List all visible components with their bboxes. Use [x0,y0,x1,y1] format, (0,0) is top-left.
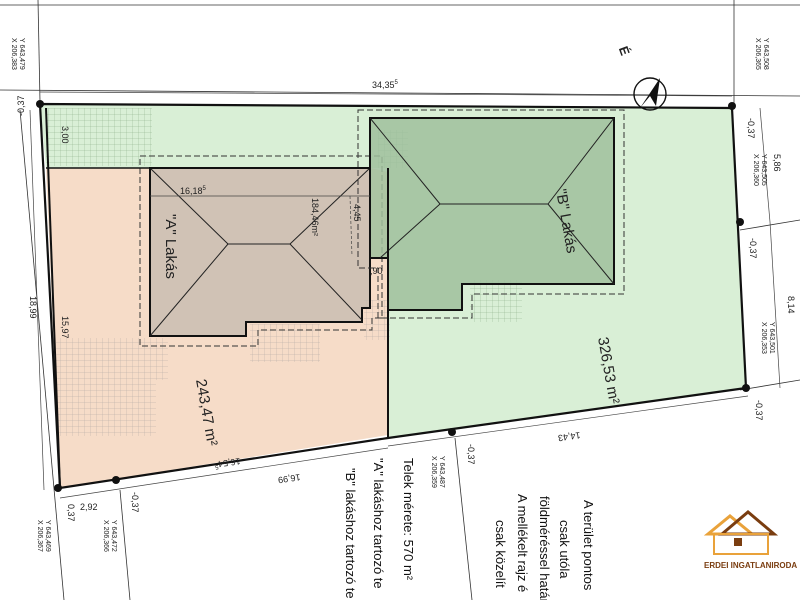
svg-text:X 206,365: X 206,365 [754,38,761,70]
svg-text:X 206,367: X 206,367 [36,520,43,552]
dim-bottom-right: 14,43 [557,430,581,443]
dim-house-depth: 4,45 [352,204,362,222]
svg-text:Y 643,469: Y 643,469 [44,520,51,552]
svg-text:X 206,359: X 206,359 [430,456,437,488]
house-b [369,117,615,311]
svg-text:Telek mérete: 570 m²: Telek mérete: 570 m² [401,458,416,581]
dim-right-lower: 8,14 [786,296,796,314]
svg-text:Y 643,487: Y 643,487 [438,456,445,488]
svg-text:X 206,360: X 206,360 [752,154,759,186]
svg-text:X 206,366: X 206,366 [102,520,109,552]
svg-text:A terület pontos: A terület pontos [581,500,596,591]
offset-5: -0,37 [466,444,476,465]
dim-left-height: 18,99 [28,296,38,319]
a-lakas-label: "A" Lakás [162,214,179,279]
dim-house-gap: ,90 [370,266,383,276]
boundary-markers [36,100,750,492]
svg-text:Y 643,479: Y 643,479 [18,38,25,70]
dim-inner-height-a: 15,97 [60,316,70,339]
svg-text:csak utóla: csak utóla [557,520,572,579]
svg-text:A mellékelt rajz é: A mellékelt rajz é [515,494,530,592]
logo-text: ERDEI INGATLANIRODA [704,561,797,570]
coordinate-labels: Y 643,479 X 206,383 Y 643,508 X 206,365 … [10,38,775,552]
paved-area-a-bottom [56,380,156,436]
svg-text:Y 643,505: Y 643,505 [760,154,767,186]
roof-b [369,117,615,285]
svg-text:földméréssel határ: földméréssel határ [537,496,552,600]
svg-text:csak közelít: csak közelít [493,520,508,588]
offset-4: -0,37 [754,400,764,421]
a-building-area: 184,46m² [310,198,320,236]
roof-a-eaves [139,155,383,347]
north-label: É [616,44,633,58]
svg-text:Y 643,508: Y 643,508 [762,38,769,70]
plot-left-edge [45,107,61,489]
svg-text:"A" lakáshoz tartozó te: "A" lakáshoz tartozó te [371,458,386,589]
paved-terrace-b [470,280,522,322]
dim-top-length: 34,355 [372,80,399,90]
paved-strip-top [46,108,152,166]
svg-text:X 206,353: X 206,353 [760,322,767,354]
roof-b-eaves [357,109,625,319]
paved-area-a-left [56,338,168,380]
offset-1: -0,37 [16,95,26,116]
agency-logo: ERDEI INGATLANIRODA [703,510,797,570]
dim-strip-width: 3,00 [60,126,70,144]
offset-3: -0,37 [748,238,758,259]
dim-bottom-left-seg: 16,99 [277,472,301,485]
svg-text:X 206,383: X 206,383 [10,38,17,70]
svg-text:"B" lakáshoz tartozó te: "B" lakáshoz tartozó te [343,468,358,599]
dim-bottom-small: 2,92 [80,502,98,512]
roof-a [149,167,371,337]
dim-right-upper: 5,86 [772,154,782,172]
dimension-lines [29,91,781,499]
offset-6: -0,37 [130,492,140,513]
offset-7: 0,37 [66,504,76,522]
north-arrow: É [616,44,667,111]
notes-left: Telek mérete: 570 m² "A" lakáshoz tartoz… [343,458,416,599]
svg-text:Y 643,472: Y 643,472 [110,520,117,552]
offset-2: -0,37 [746,118,756,139]
notes-right: A terület pontos csak utóla földméréssel… [493,494,596,600]
dim-inner-width-a: 16,185 [180,186,207,196]
dim-bottom-mid: 16,545 [213,456,241,470]
svg-text:Y 643,501: Y 643,501 [768,322,775,354]
